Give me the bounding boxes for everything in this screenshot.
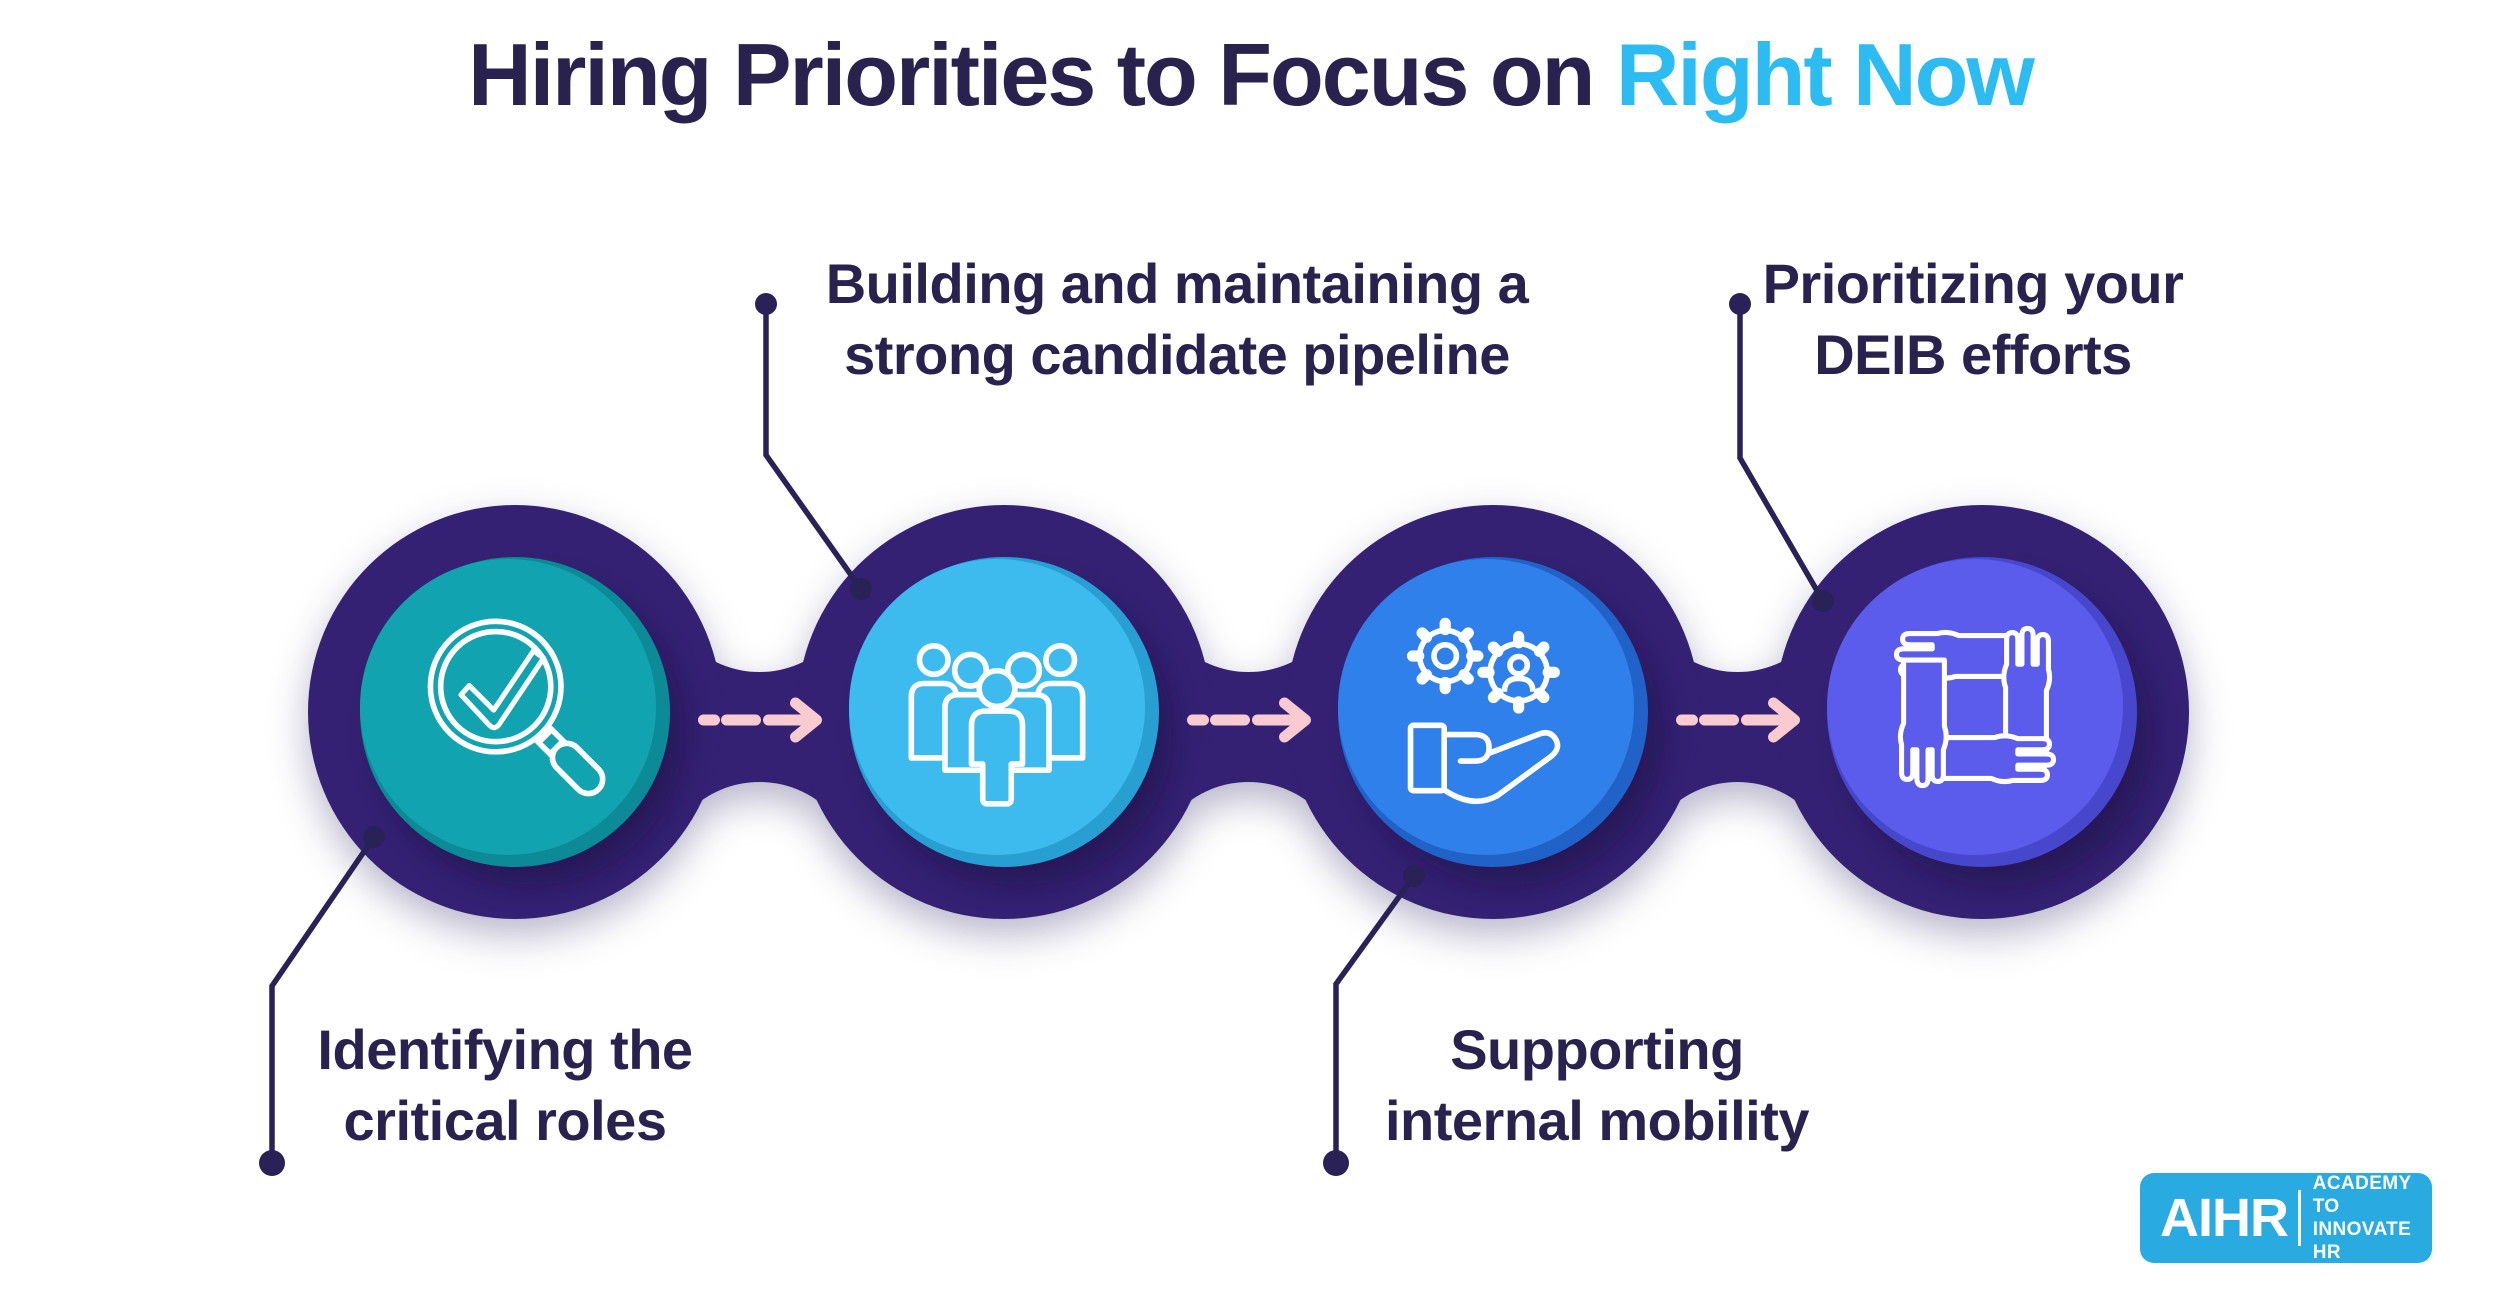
flow-arrow-1 [698, 697, 822, 743]
connector-dot [259, 1150, 285, 1176]
flow-arrow-2 [1187, 697, 1311, 743]
connector-dot [1323, 1150, 1349, 1176]
connector-4 [1729, 293, 1834, 612]
step-label-1-line2: critical roles [343, 1089, 667, 1152]
connector-dot [1812, 590, 1834, 612]
connector-dot [1729, 293, 1751, 315]
connector-3 [1323, 865, 1425, 1176]
connector-2 [755, 293, 872, 600]
magnifier-check-icon [427, 618, 606, 797]
gear-teeth [1406, 617, 1560, 714]
connector-dot [755, 293, 777, 315]
logo-divider [2298, 1190, 2301, 1246]
step-circle-4 [1827, 559, 2123, 855]
team-icon [908, 642, 1086, 807]
step-label-4-line1: Prioritizing your [1762, 252, 2184, 315]
page-title: Hiring Priorities to Focus on Right Now [0, 22, 2501, 128]
step-label-2: Building and maintaining a strong candid… [826, 248, 1529, 390]
step-label-4-line2: DEIB efforts [1814, 323, 2132, 386]
step-label-3-line1: Supporting [1450, 1018, 1744, 1081]
connector-1 [259, 826, 385, 1176]
logo-brand: AIHR [2160, 1188, 2289, 1248]
connector-dot [1403, 865, 1425, 887]
connector-dot [850, 578, 872, 600]
step-label-3-line2: internal mobility [1385, 1089, 1810, 1152]
connector-dot [363, 826, 385, 848]
page-title-main: Hiring Priorities to Focus on [468, 25, 1595, 124]
logo-tagline-line1: ACADEMY TO [2312, 1173, 2412, 1217]
flow-arrows [698, 697, 1800, 743]
step-label-3: Supporting internal mobility [1385, 1014, 1810, 1156]
logo-tagline-line2: INNOVATE HR [2312, 1219, 2412, 1263]
logo-tagline: ACADEMY TO INNOVATE HR [2313, 1172, 2432, 1264]
step-label-1: Identifying the critical roles [317, 1014, 693, 1156]
step-label-1-line1: Identifying the [317, 1018, 693, 1081]
step-label-4: Prioritizing your DEIB efforts [1763, 248, 2184, 390]
page-title-highlight: Right Now [1615, 25, 2035, 124]
chain-bridge [515, 630, 1982, 848]
step-label-2-line2: strong candidate pipeline [844, 323, 1510, 386]
step-label-2-line1: Building and maintaining a [825, 252, 1529, 315]
step-circle-3 [1338, 559, 1634, 855]
hand-gears-icon [1406, 617, 1561, 805]
aihr-logo: AIHR ACADEMY TO INNOVATE HR [2140, 1173, 2432, 1263]
flow-arrow-3 [1676, 697, 1800, 743]
label-connectors [259, 293, 1834, 1176]
